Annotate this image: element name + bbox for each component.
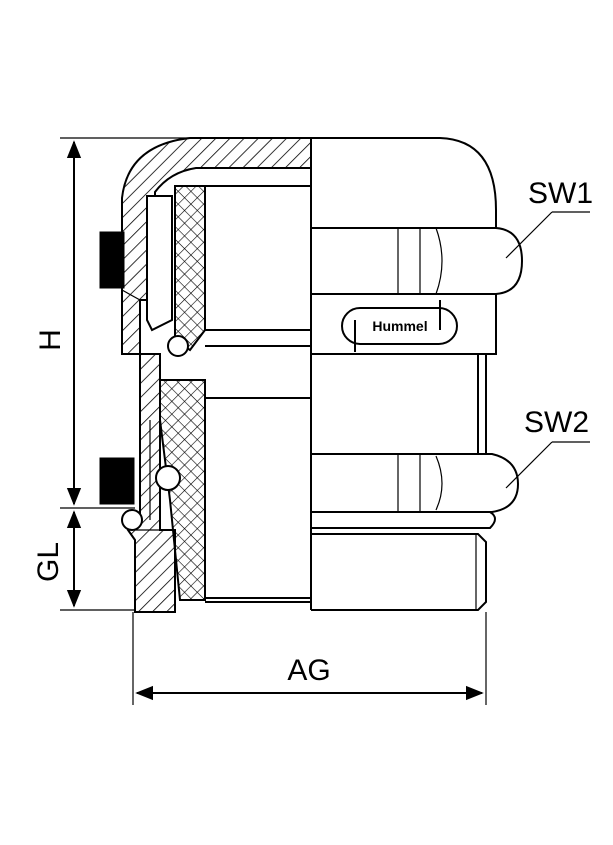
dome-cap-nut: [311, 137, 497, 228]
wrench-size-2-label: SW2: [524, 406, 589, 439]
o-ring-middle: [155, 465, 181, 491]
wrench-size-1-label: SW1: [528, 177, 593, 210]
sealing-insert: [174, 185, 206, 352]
thread-length-label: GL: [32, 542, 65, 582]
gland-section-view: [99, 137, 312, 613]
lower-seal-ring: [99, 457, 135, 505]
logo-text: Hummel: [372, 318, 427, 334]
o-ring-top: [167, 335, 189, 357]
upper-seal-ring: [99, 231, 125, 289]
dimension-lines: [60, 137, 590, 705]
sw2-leader-line: [505, 441, 553, 489]
cap-section-hatched: [121, 137, 312, 355]
sw1-hex-band: [311, 227, 524, 295]
o-ring-bottom: [121, 509, 143, 531]
gland-exterior-view: Hummel: [310, 137, 524, 611]
sw1-leader-line: [505, 211, 553, 259]
sw2-hex-band: [311, 453, 520, 513]
thread-diameter-label: AG: [287, 654, 330, 687]
thread-exterior: [311, 533, 487, 611]
hummel-logo-slot: [341, 307, 458, 345]
height-label: H: [34, 329, 67, 351]
